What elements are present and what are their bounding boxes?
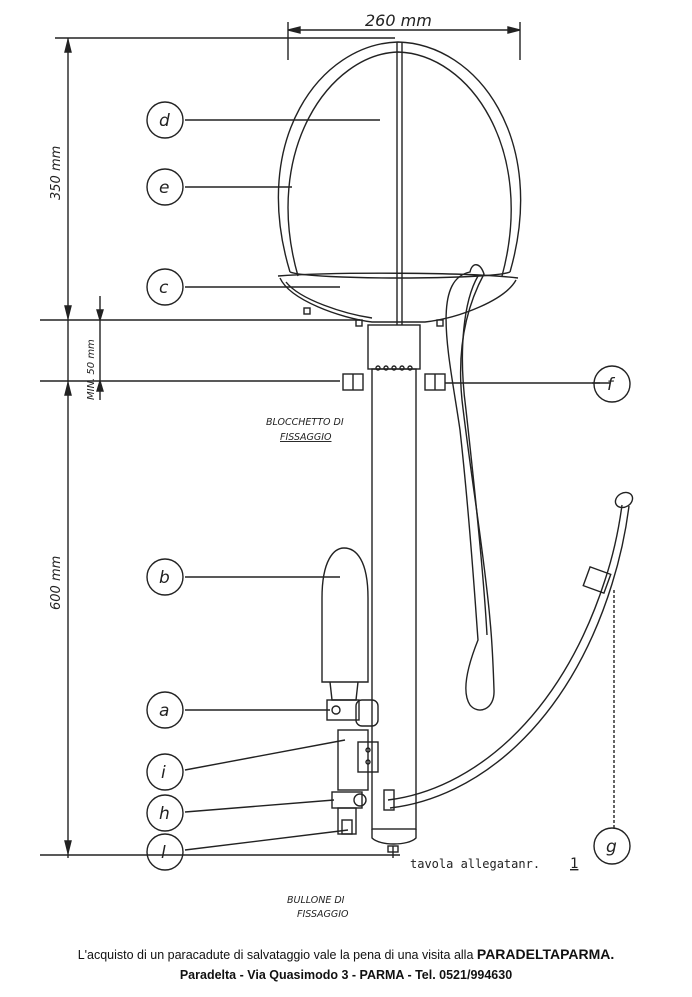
- callout-g: g: [606, 837, 617, 857]
- bullone-label-1: BULLONE DI: [287, 895, 345, 906]
- tavola-label: tavola allegatanr.: [410, 857, 540, 871]
- bullone-label-2: FISSAGGIO: [297, 909, 349, 920]
- parachute-bag: [277, 41, 522, 327]
- width-dimension: [287, 22, 521, 60]
- bridle-strap: [445, 264, 495, 711]
- footer-line-1: L'acquisto di un paracadute di salvatagg…: [0, 944, 692, 965]
- callout-e: e: [159, 178, 169, 198]
- blocchetto-label-2: FISSAGGIO: [280, 432, 332, 443]
- release-handle: [383, 491, 634, 811]
- callout-l: l: [161, 843, 166, 863]
- footer-line-2: Paradelta - Via Quasimodo 3 - PARMA - Te…: [179, 968, 513, 982]
- fixing-blocks: [342, 373, 610, 391]
- height-bottom-label: 600 mm: [49, 556, 64, 610]
- footer-brand: PARADELTAPARMA.: [476, 946, 615, 962]
- height-top-label: 350 mm: [49, 146, 64, 200]
- callout-h: h: [159, 804, 170, 824]
- blocchetto-label-1: BLOCCHETTO DI: [266, 417, 344, 428]
- width-dimension-label: 260 mm: [365, 11, 432, 30]
- callout-leaders: [184, 119, 615, 851]
- height-dimensions: [40, 37, 400, 858]
- footer: L'acquisto di un paracadute di salvatagg…: [0, 944, 692, 985]
- mounting-tube: [367, 324, 421, 858]
- callout-a: a: [159, 701, 169, 721]
- gas-cylinder: [321, 547, 379, 835]
- parachute-container-diagram: 260 mm 350 mm MIN. 50 mm 600 mm d e c b …: [40, 11, 634, 920]
- tavola-number: 1: [570, 856, 578, 872]
- footer-text: L'acquisto di un paracadute di salvatagg…: [77, 948, 474, 962]
- callout-b: b: [159, 568, 170, 588]
- callout-i: i: [161, 763, 166, 783]
- callout-f: f: [607, 375, 616, 395]
- callout-circles: [146, 101, 631, 871]
- callout-c: c: [159, 278, 169, 298]
- callout-d: d: [159, 111, 170, 131]
- height-min-label: MIN. 50 mm: [86, 339, 97, 400]
